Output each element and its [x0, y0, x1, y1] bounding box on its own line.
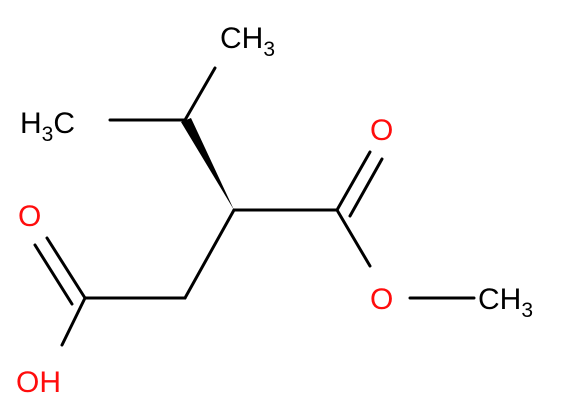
wedge-bond-stereo: [181, 118, 234, 210]
bond-acid-carbonyl-a: [45, 236, 87, 300]
bond-ester-carbonyl-a: [335, 150, 372, 212]
bond-ester-c-to-o: [335, 208, 372, 268]
ch3-top-label: CH3: [220, 22, 275, 61]
acid-hydroxyl-label: OH: [16, 366, 61, 399]
h3c-left-label: H3C: [20, 107, 75, 146]
acid-carbonyl-oxygen-label: O: [18, 200, 41, 233]
bond-acid-carbonyl-b: [33, 243, 74, 306]
bond-stereo-to-ch2: [183, 208, 236, 300]
ester-carbonyl-oxygen-label: O: [370, 114, 393, 147]
bonds: [33, 66, 476, 347]
methoxy-ch3-label: CH3: [478, 283, 533, 322]
ester-ether-oxygen-label: O: [370, 283, 393, 316]
bond-ester-carbonyl-b: [348, 157, 384, 218]
atom-labels: CH3 H3C O O O CH3 OH: [16, 22, 533, 399]
bond-isopropyl-ch3-top: [183, 66, 217, 122]
bond-acid-c-to-oh: [60, 296, 87, 347]
